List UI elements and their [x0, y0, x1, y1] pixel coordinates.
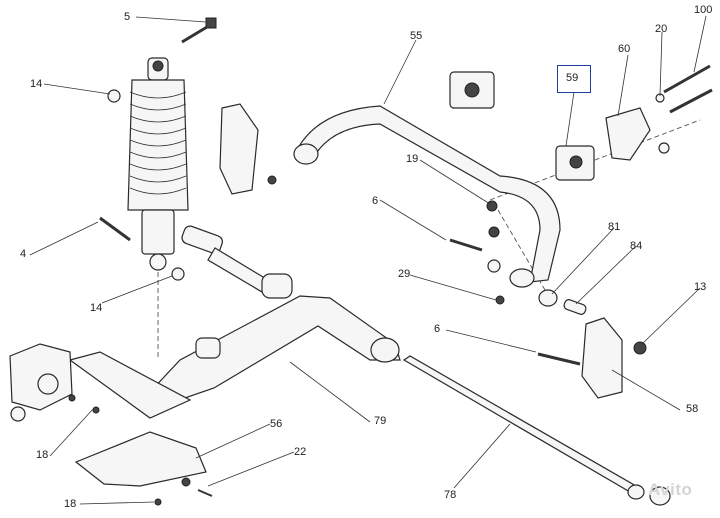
- bolt-100b: [669, 88, 713, 114]
- swing-arm-79: [68, 295, 401, 419]
- callout-19: 19: [406, 153, 419, 165]
- pivot-shaft: [181, 225, 293, 299]
- axle-78: [402, 355, 671, 506]
- callout-20: 20: [655, 23, 668, 35]
- callout-29: 29: [398, 268, 411, 280]
- callout-81: 81: [608, 221, 621, 233]
- screw-18c: [154, 498, 162, 506]
- callout-60: 60: [618, 43, 631, 55]
- watermark-logo: Avito: [648, 480, 693, 499]
- callout-6-top: 6: [372, 195, 379, 207]
- callout-84: 84: [630, 240, 643, 252]
- skid-plate-56: [74, 431, 207, 487]
- nut-14-top: [107, 89, 121, 103]
- bushing-81: [538, 289, 558, 307]
- bolt-22: [197, 489, 213, 497]
- callout-18-bottom: 18: [64, 498, 77, 510]
- callout-79: 79: [374, 415, 387, 427]
- callout-14-bottom: 14: [90, 302, 103, 314]
- highlight-box: [557, 65, 591, 93]
- callout-22: 22: [294, 446, 307, 458]
- alignment-line: [489, 119, 701, 201]
- bolt-5: [181, 17, 217, 44]
- callout-18-left: 18: [36, 449, 49, 461]
- callout-14-top: 14: [30, 78, 43, 90]
- callout-100: 100: [694, 4, 713, 16]
- bolt-4: [99, 216, 131, 242]
- sway-bar-55: [297, 105, 561, 283]
- callout-58: 58: [686, 403, 699, 415]
- callout-5: 5: [124, 11, 131, 23]
- callout-6-bottom: 6: [434, 323, 441, 335]
- nut-60: [658, 142, 670, 154]
- nut-13: [633, 341, 647, 355]
- nut-19: [486, 200, 498, 212]
- bolt-100: [663, 64, 711, 94]
- bolt-6: [449, 238, 483, 252]
- bracket-60: [605, 107, 651, 161]
- callout-59: 59: [566, 72, 579, 84]
- nut-14-bottom: [171, 267, 185, 281]
- mount-plate-58: [581, 317, 623, 399]
- screw-18: [68, 394, 76, 402]
- nut-29: [487, 259, 501, 273]
- bracket-top: [449, 71, 495, 109]
- callout-4: 4: [20, 248, 27, 260]
- callout-13: 13: [694, 281, 707, 293]
- link-plate: [219, 103, 259, 195]
- callout-55: 55: [410, 30, 423, 42]
- callout-56: 56: [270, 418, 283, 430]
- spacer-84: [563, 299, 587, 315]
- leader-lines: [29, 15, 707, 505]
- shock-absorber: [127, 57, 189, 271]
- bolt-6b: [537, 352, 581, 366]
- screw-18b: [92, 406, 100, 414]
- callout-78: 78: [444, 489, 457, 501]
- nut-19b: [488, 226, 500, 238]
